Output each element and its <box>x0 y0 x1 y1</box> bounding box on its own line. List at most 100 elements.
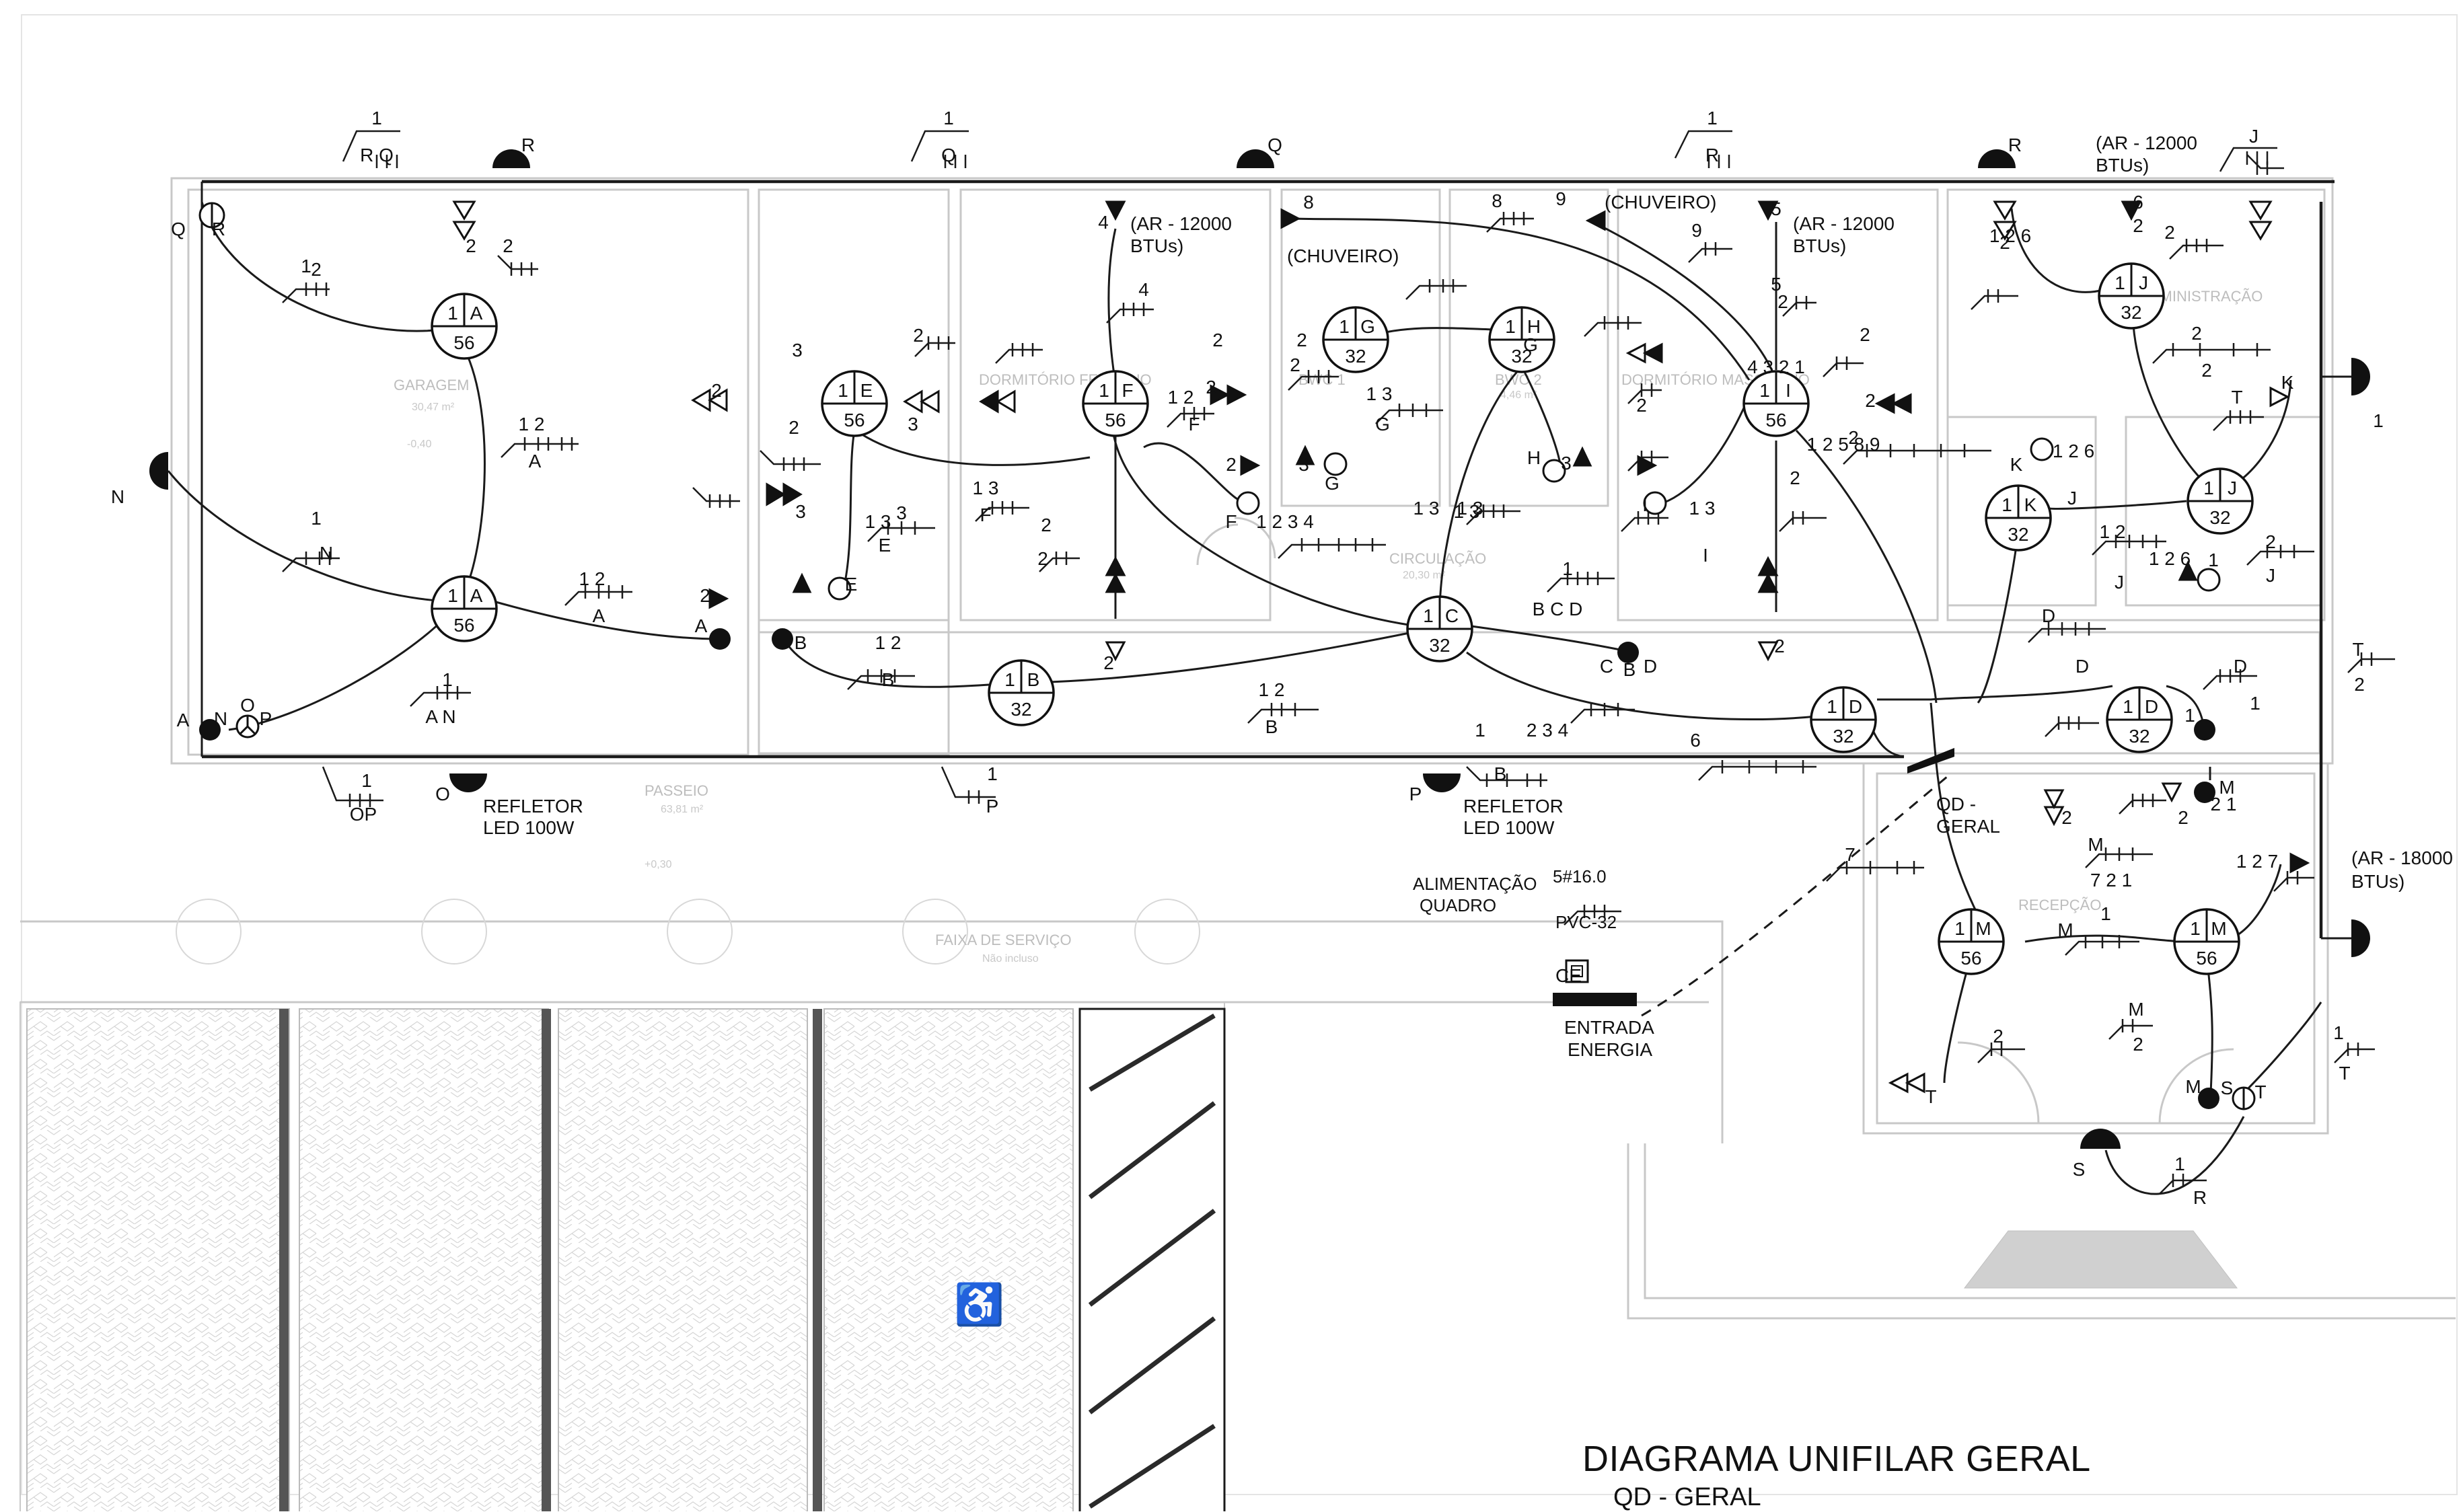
trees <box>176 899 1200 965</box>
diagram-label: 8 <box>1492 190 1502 211</box>
diagram-label: 1 <box>943 108 954 128</box>
diagram-label: 2 <box>1848 427 1859 448</box>
svg-text:-0,40: -0,40 <box>407 439 432 450</box>
diagram-label: 1 2 6 <box>1989 225 2031 246</box>
luminaire-power: 32 <box>1345 346 1366 367</box>
outlet-t1-icon <box>2351 358 2370 395</box>
diagram-label: 2 <box>2178 807 2189 828</box>
diagram-label: 1 2 6 <box>2149 548 2191 569</box>
diagram-label: 1 <box>1562 558 1573 579</box>
diagram-label: H <box>1527 447 1541 468</box>
diagram-label: 1 2 5 8 9 <box>1807 434 1880 455</box>
diagram-label: B <box>882 669 895 690</box>
luminaire-id: M <box>2211 918 2226 939</box>
diagram-label: 5 <box>1771 274 1782 295</box>
diagram-label: 9 <box>1555 188 1566 209</box>
room-garagem: GARAGEM <box>394 377 469 393</box>
diagram-label: D <box>1644 656 1657 677</box>
luminaire-circuit: 1 <box>447 303 458 324</box>
luminaire-circuit: 1 <box>2115 272 2125 293</box>
svg-text:LED 100W: LED 100W <box>1463 817 1555 838</box>
diagram-label: A <box>593 605 605 626</box>
diagram-label: J <box>2115 572 2124 593</box>
room-names: GARAGEM 30,47 m² -0,40 DORMITÓRIO FEMINI… <box>394 288 2263 965</box>
page-title: DIAGRAMA UNIFILAR GERAL <box>1582 1439 2091 1479</box>
diagram-label: 2 <box>2354 674 2365 695</box>
diagram-label: 2 <box>503 235 513 256</box>
luminaire-id: J <box>2228 478 2237 498</box>
diagram-label: 1 3 <box>1366 383 1393 404</box>
diagram-label: 2 <box>2191 323 2202 344</box>
diagram-label: 5 <box>1771 198 1782 219</box>
diagram-label: 4 <box>1098 212 1109 233</box>
diagram-label: N <box>111 486 124 507</box>
diagram-label: R <box>521 135 535 155</box>
diagram-label: K <box>2281 372 2294 393</box>
diagram-label: 8 <box>1303 192 1314 213</box>
svg-text:20,30 m²: 20,30 m² <box>1403 570 1446 581</box>
luminaire-power: 56 <box>453 332 474 353</box>
luminaire-circuit: 1 <box>1339 316 1350 337</box>
diagram-label: J <box>2067 488 2077 508</box>
diagram-label: M <box>2088 834 2103 855</box>
diagram-label: 1 2 <box>579 568 605 589</box>
diagram-label: B C D <box>1533 599 1583 619</box>
diagram-label: 1 <box>2184 705 2195 726</box>
diagram-label: 3 <box>792 340 803 361</box>
luminaire-circuit: 1 <box>1505 316 1516 337</box>
outlet-t2-icon <box>2351 919 2370 957</box>
diagram-label: S <box>2221 1078 2234 1098</box>
diagram-label: 2 <box>311 259 322 280</box>
diagram-label: 1 2 <box>2100 521 2126 542</box>
diagram-label: T <box>2352 639 2363 660</box>
diagram-label: J <box>2266 565 2275 586</box>
luminaire-power: 32 <box>1011 699 1031 720</box>
svg-text:BTUs): BTUs) <box>1130 235 1183 256</box>
luminaire-id: B <box>1027 669 1040 690</box>
diagram-label: P <box>260 708 272 729</box>
diagram-label: 2 <box>1226 454 1237 475</box>
luminaire-id: I <box>1786 380 1791 401</box>
note-cable: 5#16.0 <box>1553 866 1607 886</box>
note-entrada: ENTRADA <box>1564 1017 1654 1038</box>
outlet-n-icon <box>149 452 168 490</box>
diagram-label: R <box>2008 135 2022 155</box>
luminaire-power: 56 <box>1960 948 1981 969</box>
diagram-label: 2 <box>913 325 924 346</box>
diagram-label: 2 <box>788 417 799 438</box>
luminaire-circuit: 1 <box>2001 494 2012 515</box>
luminaire-id: E <box>860 380 873 401</box>
entrada-energia-icon <box>1553 993 1637 1006</box>
luminaire-id: M <box>1975 918 1991 939</box>
diagram-label: 2 <box>700 585 710 606</box>
diagram-label: 1 <box>2373 410 2384 431</box>
note-ar-18000: (AR - 18000 <box>2351 847 2453 868</box>
diagram-label: 3 <box>1561 453 1572 474</box>
svg-text:FAIXA DE SERVIÇO: FAIXA DE SERVIÇO <box>935 932 1072 948</box>
diagram-label: 1 <box>2174 1154 2185 1174</box>
svg-text:QUADRO: QUADRO <box>1420 895 1496 915</box>
luminaire-power: 32 <box>2129 726 2150 747</box>
diagram-label: 2 <box>1993 1026 2004 1047</box>
diagram-label: 2 <box>1865 390 1876 411</box>
diagram-label: 2 <box>466 235 476 256</box>
diagram-label: 4 <box>1138 279 1149 300</box>
svg-text:BTUs): BTUs) <box>2096 155 2149 176</box>
point-a-icon <box>199 719 221 741</box>
diagram-label: N <box>320 543 333 564</box>
home-run-arrows <box>452 200 2310 1094</box>
svg-text:+0,30: +0,30 <box>645 859 672 870</box>
diagram-label: I <box>1703 545 1708 566</box>
diagram-label: A N <box>425 706 455 727</box>
diagram-label: 3 <box>896 502 907 523</box>
diagram-label: P <box>986 796 999 817</box>
luminaire-id: A <box>470 303 483 324</box>
diagram-label: Q <box>171 219 186 239</box>
diagram-label: 3 <box>908 414 918 434</box>
luminaire-id: C <box>1445 605 1459 626</box>
